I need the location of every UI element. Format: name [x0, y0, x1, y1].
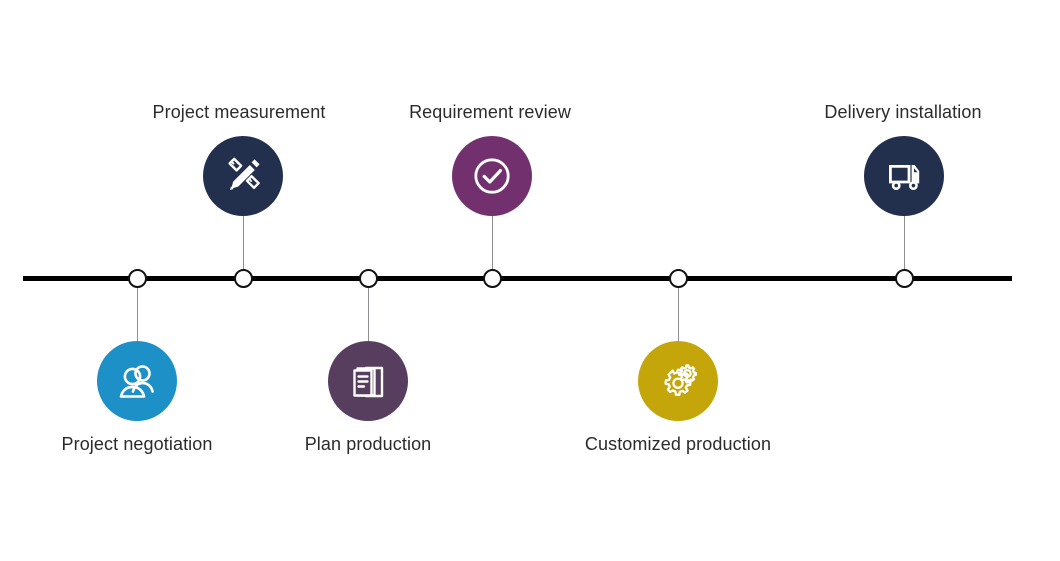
pencil-ruler-icon — [228, 157, 260, 190]
check-circle-icon — [474, 158, 510, 194]
step-label-2-text: Project measurement — [152, 102, 326, 122]
step-label-6-text: Delivery installation — [824, 102, 982, 122]
axis-node-step-6[interactable] — [894, 269, 914, 288]
connector-step-4 — [492, 216, 493, 278]
step-label-6: Delivery installation — [783, 102, 1023, 123]
axis-node-step-1[interactable] — [127, 269, 147, 288]
connector-step-2 — [243, 216, 244, 278]
step-label-4: Requirement review — [360, 102, 620, 123]
step-label-5: Customized production — [538, 434, 818, 455]
connector-step-5 — [678, 279, 679, 382]
axis-node-step-2[interactable] — [233, 269, 253, 288]
step-icon-gears[interactable] — [638, 341, 718, 421]
step-label-5-text: Customized production — [584, 434, 772, 454]
step-label-4-text: Requirement review — [409, 102, 571, 122]
axis-node-step-4[interactable] — [482, 269, 502, 288]
step-icon-documents[interactable] — [328, 341, 408, 421]
users-icon — [119, 365, 154, 398]
truck-icon — [889, 165, 920, 190]
axis-node-step-5[interactable] — [668, 269, 688, 288]
step-label-3: Plan production — [238, 434, 498, 455]
documents-icon — [353, 366, 384, 398]
step-icon-pencil-ruler[interactable] — [203, 136, 283, 216]
step-label-1-text: Project negotiation — [61, 434, 213, 454]
step-label-3-text: Plan production — [304, 434, 432, 454]
connector-step-6 — [904, 216, 905, 278]
gears-icon — [664, 364, 698, 397]
step-label-1: Project negotiation — [0, 434, 274, 455]
axis-node-step-3[interactable] — [358, 269, 378, 288]
connector-step-1 — [137, 279, 138, 382]
timeline-axis — [23, 276, 1012, 281]
connector-step-3 — [368, 279, 369, 382]
step-icon-users[interactable] — [97, 341, 177, 421]
step-label-2: Project measurement — [99, 102, 379, 123]
step-icon-truck[interactable] — [864, 136, 944, 216]
step-icon-check-circle[interactable] — [452, 136, 532, 216]
